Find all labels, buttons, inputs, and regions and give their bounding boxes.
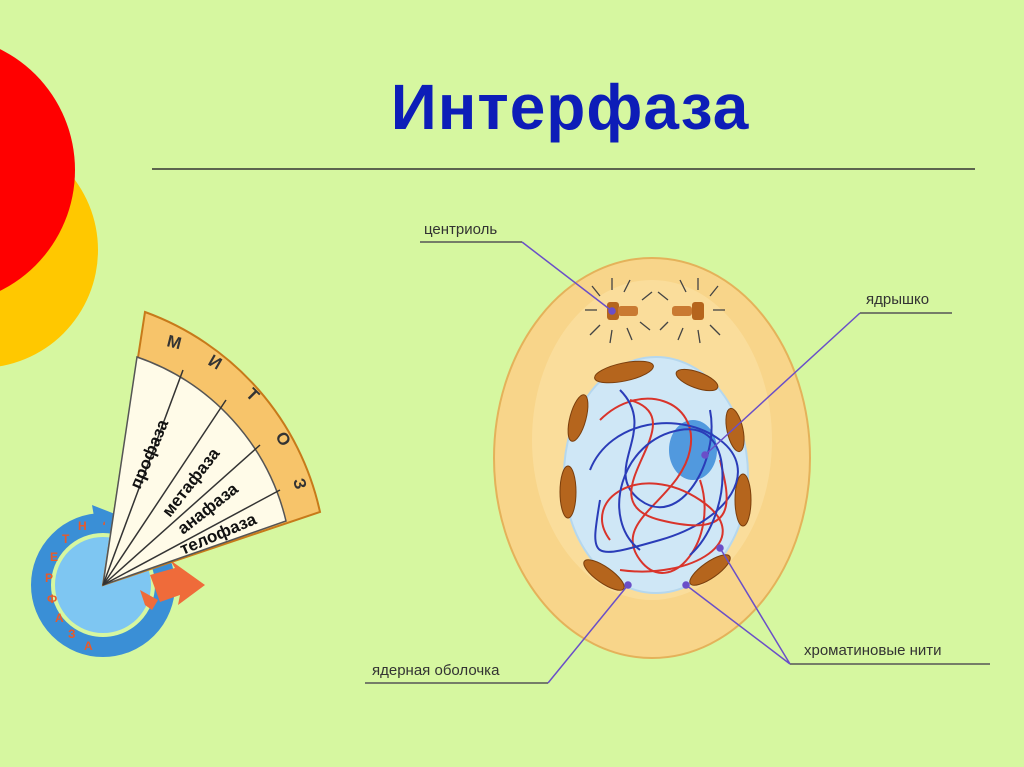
- chromatin-thread: [619, 389, 713, 509]
- label-chromatin: хроматиновые нити: [804, 642, 942, 659]
- chromatin-thread: [599, 397, 706, 574]
- centriole-right-icon: [657, 278, 725, 344]
- ring-letter: А: [84, 639, 93, 653]
- ring-letter: А: [55, 611, 64, 625]
- fan-divider: [102, 489, 281, 586]
- leader-envelope-pointer: [547, 584, 629, 684]
- cycle-arrow-small-icon: [140, 590, 158, 610]
- envelope-segment: [689, 554, 731, 586]
- mitosis-letter: З: [289, 476, 310, 491]
- centriole-left-icon: [585, 278, 653, 344]
- label-centriole: центриоль: [424, 221, 497, 238]
- ring-letter: З: [68, 627, 76, 641]
- ring-letter: Н: [78, 519, 87, 533]
- ring-letter: Т: [62, 532, 70, 546]
- label-nuclear-envelope: ядерная оболочка: [372, 662, 500, 679]
- red-circle-decoration: [0, 49, 75, 291]
- chromatin-thread: [601, 482, 724, 573]
- chromatin-thread: [629, 399, 728, 527]
- envelope-segment: [734, 473, 752, 527]
- fan-divider: [102, 399, 227, 586]
- label-nucleolus: ядрышко: [866, 291, 929, 308]
- leader-chromatin-pointer-2: [685, 584, 791, 665]
- ring-letter: Р: [45, 571, 53, 585]
- envelope-segment: [675, 368, 719, 392]
- cell-diagram: центриоль ядрышко хроматиновые нити ядер…: [365, 221, 990, 684]
- fan-divider: [102, 444, 261, 586]
- chromatin-thread: [618, 428, 724, 556]
- fan-divider: [102, 369, 184, 586]
- chromatin-thread: [589, 422, 739, 553]
- envelope-segment: [559, 465, 577, 519]
- ring-arrow-icon: [92, 505, 115, 528]
- nuclear-envelope-segments: [559, 360, 752, 591]
- leader-chromatin-pointer-1: [719, 547, 791, 665]
- leader-lines: [365, 241, 990, 684]
- envelope-segment: [594, 360, 654, 384]
- page-title: Интерфаза: [390, 71, 750, 143]
- mitosis-fan-diagram: И Н Т Е Р Ф А З А М И Т О З: [31, 310, 322, 657]
- ring-letter: Е: [50, 550, 58, 564]
- leader-centriole-pointer: [521, 241, 613, 312]
- envelope-segment: [567, 394, 589, 442]
- fan-inner-area: [102, 355, 287, 587]
- cycle-arrow-icon: [150, 560, 205, 605]
- mitosis-letter: М: [165, 331, 183, 353]
- envelope-segment: [725, 407, 745, 453]
- ring-letter: Ф: [47, 592, 57, 606]
- envelope-segment: [583, 559, 625, 591]
- cell-labels: центриоль ядрышко хроматиновые нити ядер…: [372, 221, 942, 679]
- leader-nucleolus-pointer: [704, 312, 861, 456]
- chromatin-threads: [589, 389, 739, 574]
